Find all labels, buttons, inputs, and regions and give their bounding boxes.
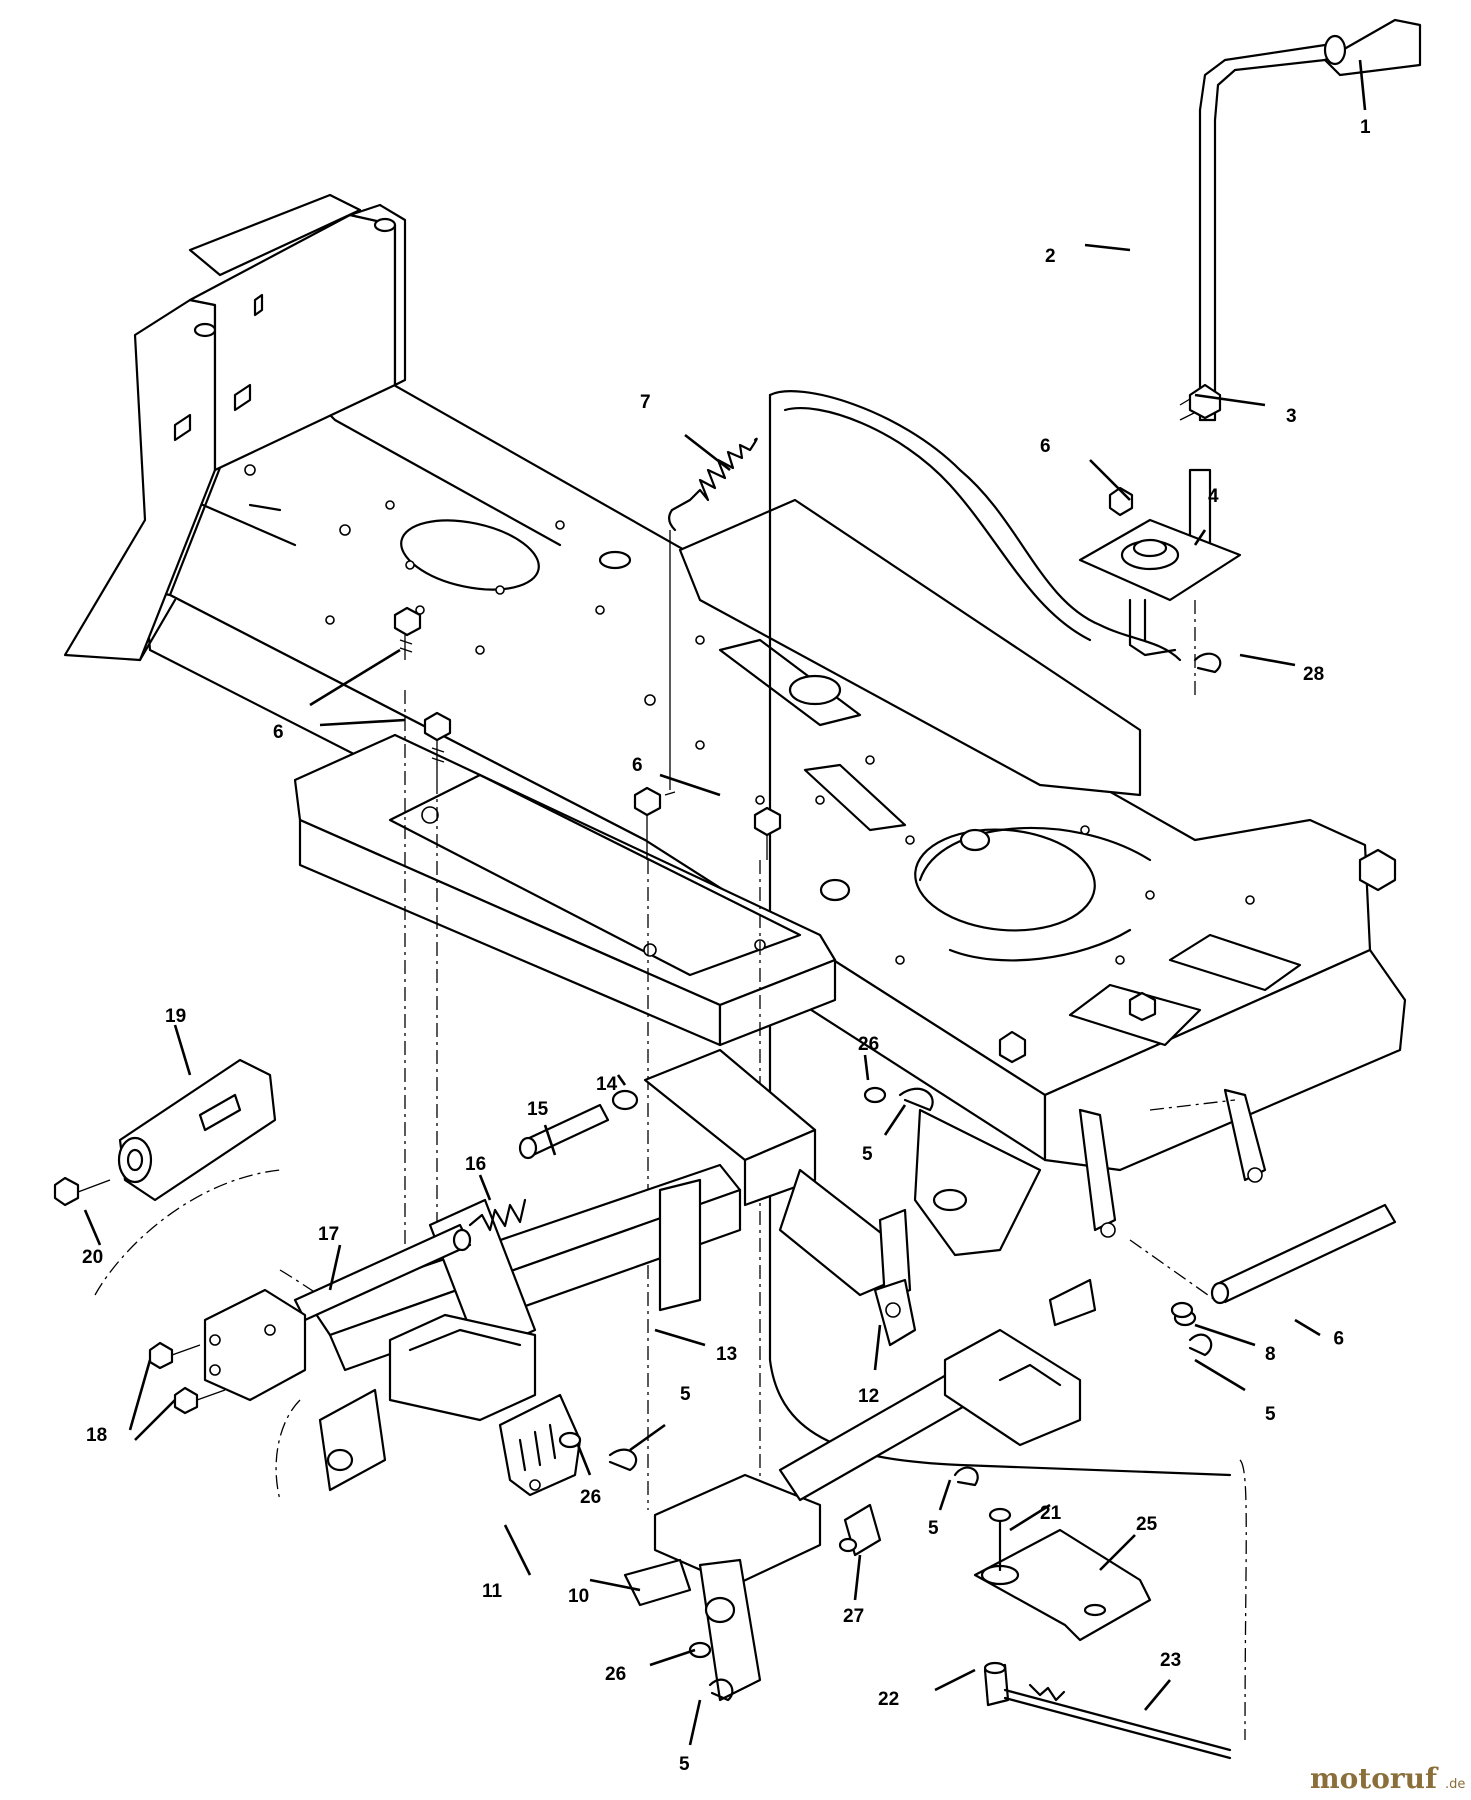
bolts-6 — [393, 606, 782, 860]
callout-18: 18 — [86, 1425, 107, 1446]
front-column — [63, 193, 407, 662]
rear-lift-bracket — [943, 1278, 1097, 1447]
lift-lever — [1078, 18, 1422, 657]
leader-lines — [83, 59, 1367, 1746]
callout-5d: 5 — [928, 1518, 939, 1539]
callout-23: 23 — [1160, 1650, 1181, 1671]
spring-7 — [664, 437, 758, 796]
callout-1: 1 — [1360, 117, 1371, 138]
callout-25: 25 — [1136, 1514, 1158, 1535]
callout-5c: 5 — [680, 1384, 691, 1405]
callout-6a: 6 — [1040, 436, 1051, 457]
callout-5e: 5 — [679, 1754, 690, 1775]
spring-rod-assembly — [452, 1089, 639, 1252]
callout-26a: 26 — [858, 1034, 879, 1055]
callout-5b: 5 — [1265, 1404, 1276, 1425]
callout-6c: 6 — [632, 755, 643, 776]
watermark: motoruf .de — [1310, 1762, 1465, 1795]
mounting-plate — [293, 733, 837, 1047]
callout-19: 19 — [165, 1006, 186, 1027]
callout-20: 20 — [82, 1247, 103, 1268]
callout-5a: 5 — [862, 1144, 873, 1165]
callout-9: 9 — [1333, 1326, 1344, 1347]
callout-15: 15 — [527, 1099, 549, 1120]
callout-16: 16 — [465, 1154, 486, 1175]
callout-3: 3 — [1286, 406, 1297, 427]
callout-11: 11 — [482, 1581, 503, 1602]
callout-17: 17 — [318, 1224, 339, 1245]
callout-12: 12 — [858, 1386, 879, 1407]
callout-10: 10 — [568, 1586, 589, 1607]
callout-8: 8 — [1265, 1344, 1276, 1365]
frame-holes — [244, 464, 1255, 965]
lift-shaft — [203, 1048, 917, 1422]
watermark-suffix: .de — [1445, 1777, 1465, 1792]
watermark-brand: motoruf — [1310, 1762, 1439, 1795]
callout-4: 4 — [1208, 486, 1219, 507]
callout-labels: 1 2 3 4 6 7 6 6 28 19 20 26 14 15 16 17 … — [82, 117, 1371, 1775]
callout-22: 22 — [878, 1689, 899, 1710]
callout-27: 27 — [843, 1606, 864, 1627]
callout-21: 21 — [1040, 1503, 1062, 1524]
callout-7: 7 — [640, 392, 651, 413]
projection-lines — [275, 600, 1247, 1741]
callout-14: 14 — [596, 1074, 618, 1095]
callout-2: 2 — [1045, 246, 1056, 267]
callout-28: 28 — [1303, 664, 1324, 685]
quadrant-11 — [148, 1341, 582, 1497]
callout-6b: 6 — [273, 722, 284, 743]
lift-cable — [768, 390, 1182, 662]
lever-25 — [973, 1507, 1232, 1760]
callout-26c: 26 — [605, 1664, 626, 1685]
small-hardware — [558, 652, 1222, 1702]
callout-26b: 26 — [580, 1487, 601, 1508]
callout-13: 13 — [716, 1344, 737, 1365]
rod-9 — [1173, 1203, 1397, 1327]
bracket-19 — [53, 1058, 281, 1296]
